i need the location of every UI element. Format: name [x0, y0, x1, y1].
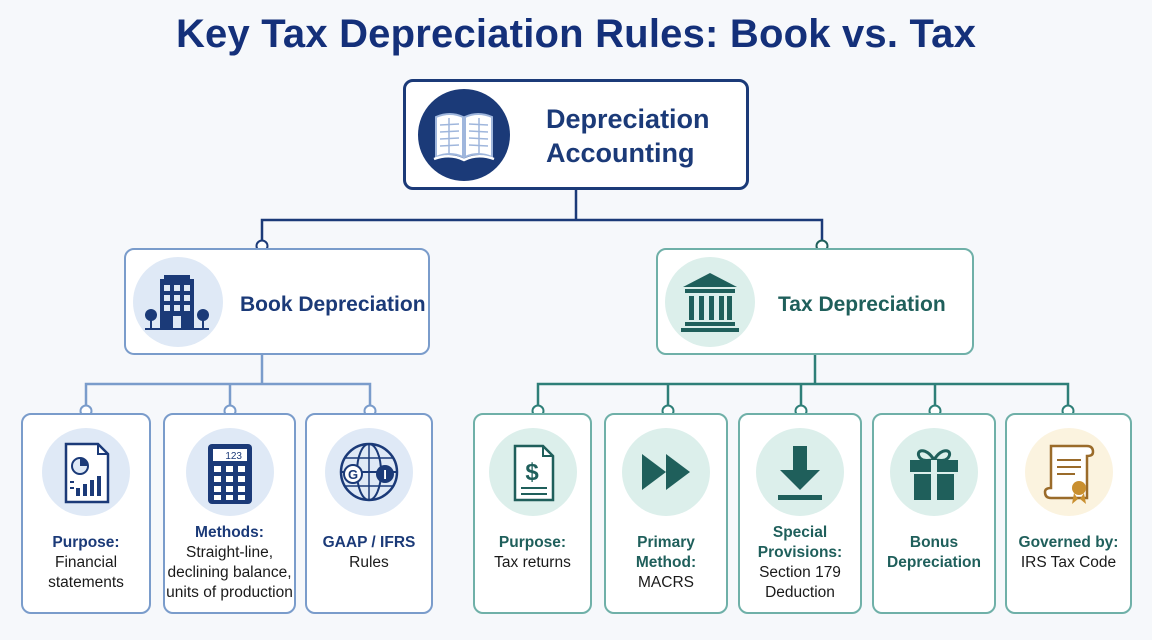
- tax-depreciation-node: Tax Depreciation: [656, 248, 974, 355]
- certificate-scroll-icon: [1025, 428, 1113, 516]
- download-arrow-icon: [756, 428, 844, 516]
- tax-primary-method-card: Primary Method: MACRS: [604, 413, 728, 614]
- gift-icon: [890, 428, 978, 516]
- tax-governed-by-card: Governed by: IRS Tax Code: [1005, 413, 1132, 614]
- book-depreciation-node: Book Depreciation: [124, 248, 430, 355]
- globe-icon: G I: [325, 428, 413, 516]
- root-node: Depreciation Accounting: [403, 79, 749, 190]
- office-building-icon: [133, 257, 223, 347]
- svg-text:123: 123: [225, 451, 242, 462]
- tax-special-provisions-card: Special Provisions: Section 179 Deductio…: [738, 413, 862, 614]
- financial-report-icon: [42, 428, 130, 516]
- book-rules-card: G I GAAP / IFRS Rules: [305, 413, 433, 614]
- open-book-icon: [418, 89, 510, 181]
- svg-text:$: $: [525, 459, 539, 486]
- tax-depreciation-label: Tax Depreciation: [778, 293, 946, 316]
- page-title: Key Tax Depreciation Rules: Book vs. Tax: [175, 12, 977, 56]
- tax-bonus-card: Bonus Depreciation: [872, 413, 996, 614]
- book-methods-card: 123 Methods: Straight-line, declining ba…: [163, 413, 296, 614]
- tax-purpose-card: $ Purpose: Tax returns: [473, 413, 592, 614]
- book-purpose-card: Purpose: Financial statements: [21, 413, 151, 614]
- government-building-icon: [665, 257, 755, 347]
- book-depreciation-label: Book Depreciation: [240, 293, 426, 316]
- fast-forward-icon: [622, 428, 710, 516]
- svg-text:I: I: [383, 467, 387, 482]
- calculator-icon: 123: [186, 428, 274, 516]
- svg-text:G: G: [348, 467, 358, 482]
- tax-document-icon: $: [489, 428, 577, 516]
- root-label: Depreciation Accounting: [546, 104, 710, 168]
